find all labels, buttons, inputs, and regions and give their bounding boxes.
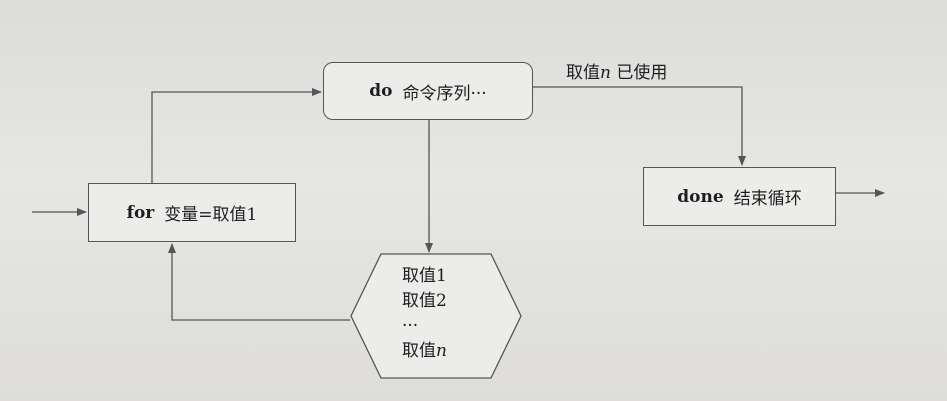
- value-item-1: 取值1: [402, 266, 447, 286]
- for-assignment-text: 变量=取值1: [164, 205, 258, 225]
- values-used-label: 取值n 已使用: [566, 63, 668, 83]
- do-keyword: do: [369, 81, 393, 101]
- done-box: done 结束循环: [643, 167, 836, 226]
- values-list: 取值1 取值2 ··· 取值n: [402, 264, 447, 364]
- done-keyword: done: [677, 186, 724, 207]
- do-to-done-arrow: [533, 86, 746, 166]
- for-to-do-arrow: [151, 88, 322, 183]
- done-text: 结束循环: [733, 189, 802, 209]
- do-command-box: do 命令序列···: [323, 62, 533, 120]
- for-keyword: for: [126, 202, 155, 223]
- value-ellipsis: ···: [402, 316, 419, 336]
- value-item-n: 取值n: [402, 341, 447, 361]
- for-variable-box: for 变量=取值1: [88, 183, 296, 242]
- values-to-for-arrow: [168, 243, 350, 321]
- values-hexagon: [350, 253, 522, 379]
- do-command-text: 命令序列···: [402, 83, 487, 104]
- value-item-2: 取值2: [402, 291, 447, 311]
